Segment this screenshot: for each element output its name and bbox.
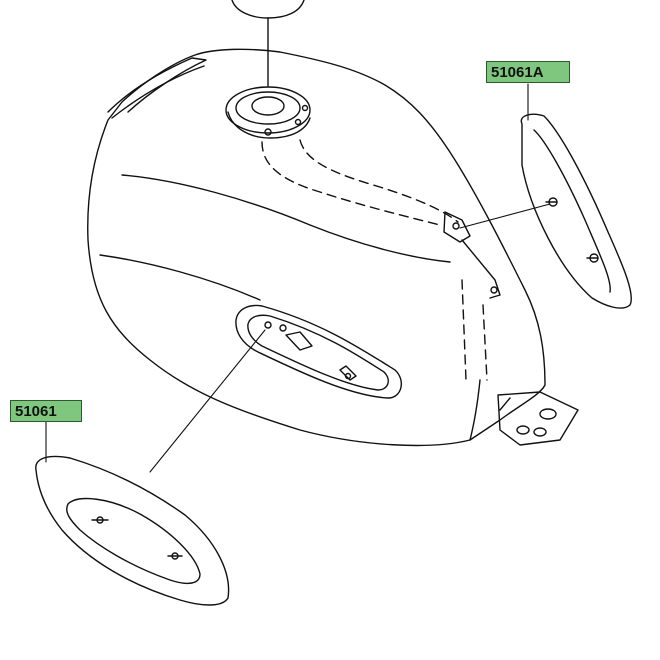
knee-pad-left (35, 455, 230, 606)
fuel-tank (87, 48, 546, 447)
knee-pad-right (520, 113, 632, 309)
callout-label-51061a: 51061A (486, 61, 570, 83)
filler-neck (225, 86, 311, 139)
mount-bracket (497, 391, 579, 446)
leader-lines (45, 83, 551, 473)
hidden-fuel-lines (261, 139, 488, 381)
tank-fitting (443, 211, 501, 299)
side-recess (235, 304, 403, 399)
fuel-cap (231, 0, 305, 87)
callout-label-51061: 51061 (10, 400, 82, 422)
